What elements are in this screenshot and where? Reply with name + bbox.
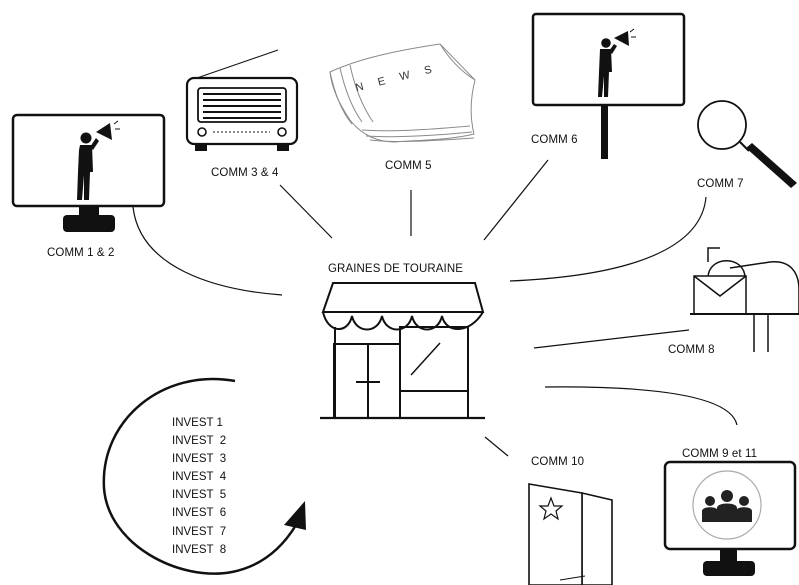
flyer-star-icon <box>528 483 613 585</box>
label-comm5: COMM 5 <box>385 160 432 172</box>
invest-item: INVEST 7 <box>172 525 227 538</box>
center-title: GRAINES DE TOURAINE <box>328 263 464 275</box>
invest-list: INVEST 1 INVEST 2 INVEST 3 INVEST 4 INVE… <box>172 414 226 559</box>
newspaper-icon: N E W S <box>329 43 476 143</box>
invest-item: INVEST 2 <box>172 435 227 448</box>
tv-screen-megaphone-icon <box>11 113 166 232</box>
label-comm12: COMM 1 & 2 <box>47 247 115 259</box>
label-comm10: COMM 10 <box>531 456 585 468</box>
connector-comm911 <box>544 386 738 426</box>
invest-item: INVEST 5 <box>172 489 227 502</box>
connector-comm10 <box>484 436 509 457</box>
label-comm7: COMM 7 <box>697 178 744 190</box>
mailbox-icon <box>690 247 799 352</box>
invest-item: INVEST 6 <box>172 507 227 520</box>
billboard-megaphone-icon <box>531 12 686 159</box>
monitor-users-icon <box>663 460 797 576</box>
connector-comm12 <box>132 206 283 296</box>
connector-comm34 <box>279 184 333 239</box>
connector-comm7 <box>509 196 707 282</box>
connector-comm8 <box>533 329 690 349</box>
connectors <box>132 159 738 457</box>
invest-item: INVEST 4 <box>172 471 227 484</box>
newspaper-text: N E W S <box>354 62 439 94</box>
connector-comm6 <box>483 159 549 241</box>
invest-item: INVEST 1 <box>172 417 223 429</box>
invest-item: INVEST 3 <box>172 453 227 466</box>
radio-icon <box>185 49 299 151</box>
label-comm34: COMM 3 & 4 <box>211 167 279 179</box>
label-comm6: COMM 6 <box>531 134 578 146</box>
label-comm911: COMM 9 et 11 <box>682 448 758 460</box>
circular-arrow-icon <box>102 377 306 575</box>
invest-item: INVEST 8 <box>172 543 227 556</box>
storefront-icon <box>320 282 485 420</box>
magnifier-icon <box>697 100 797 188</box>
label-comm8: COMM 8 <box>668 344 715 356</box>
